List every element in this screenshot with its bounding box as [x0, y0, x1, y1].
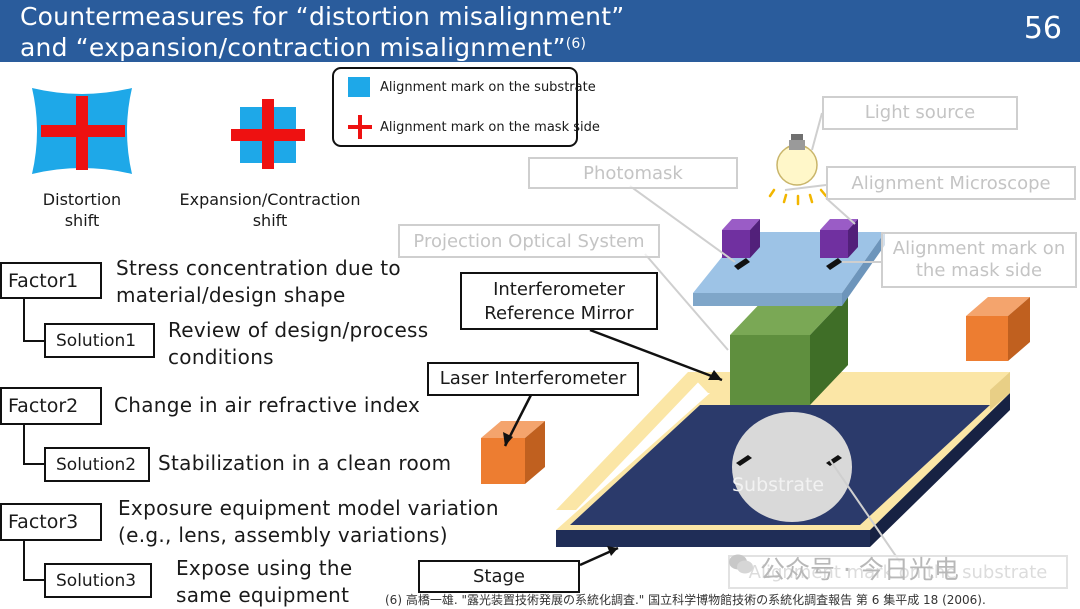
title-bar: Countermeasures for “distortion misalign… [0, 0, 1080, 62]
solution3-action: Expose using the same equipment [176, 556, 353, 607]
legend-box: Alignment mark on the substrate Alignmen… [332, 67, 600, 147]
solution1-action: Review of design/process conditions [168, 318, 429, 369]
factor1-box: Factor1 [0, 262, 102, 299]
factor2-cause: Change in air refractive index [114, 393, 421, 417]
alignment-microscope-right [820, 219, 858, 258]
distortion-shift-icon [32, 88, 132, 174]
factor3-box: Factor3 [0, 503, 102, 541]
expansion-shift-label: Expansion/Contraction shift [179, 190, 361, 230]
legend-substrate-label: Alignment mark on the substrate [380, 79, 596, 95]
mask-mark-right [826, 258, 842, 270]
factor1-cause: Stress concentration due to material/des… [116, 256, 401, 307]
interferometer-block-right [966, 297, 1030, 361]
title-reference: (6) [565, 36, 587, 52]
substrate-mark-left [736, 455, 752, 466]
solution3-box: Solution3 [44, 563, 152, 598]
legend-mask-label: Alignment mark on the mask side [380, 119, 600, 135]
alignment-microscope-label: Alignment Microscope [826, 166, 1076, 200]
watermark-text: 公众号 · 今日光电 [760, 555, 959, 584]
distortion-shift-label: Distortion shift [42, 190, 122, 230]
light-bulb-icon [768, 134, 828, 206]
alignment-microscope-left [722, 219, 760, 258]
slide-title-line2: and “expansion/contraction misalignment” [20, 33, 566, 62]
stage-rail-x [556, 372, 708, 510]
page-number: 56 [1023, 11, 1062, 46]
solution2-action: Stabilization in a clean room [158, 451, 452, 475]
legend-row-substrate: Alignment mark on the substrate [348, 77, 596, 97]
stage-label: Stage [418, 560, 580, 593]
factor-connectors [23, 298, 44, 581]
laser-interferometer-label: Laser Interferometer [427, 362, 639, 396]
substrate-mark-right [826, 455, 842, 466]
laser-interferometer-block [481, 421, 545, 484]
solution1-box: Solution1 [44, 323, 155, 358]
slide-title-line1: Countermeasures for “distortion misalign… [20, 2, 625, 31]
substrate-wafer [732, 412, 852, 522]
footnote: (6) 高橋一雄. "露光装置技術発展の系統化調査." 国立科学博物館技術の系統… [385, 593, 986, 607]
legend-row-mask: Alignment mark on the mask side [348, 115, 600, 139]
factor3-cause: Exposure equipment model variation (e.g.… [118, 496, 499, 547]
substrate-label: Substrate [732, 474, 825, 496]
mask-mark-left [734, 258, 750, 270]
interferometer-mirror-label: Interferometer Reference Mirror [460, 272, 658, 330]
solution2-box: Solution2 [44, 447, 150, 482]
red-cross-icon [348, 115, 372, 139]
factor2-box: Factor2 [0, 387, 102, 425]
gray-leader-lines [629, 112, 901, 563]
light-source-label: Light source [822, 96, 1018, 130]
slide-title: Countermeasures for “distortion misalign… [20, 1, 624, 63]
blue-square-icon [348, 77, 370, 97]
projection-optical-system-label: Projection Optical System [398, 224, 660, 258]
alignment-mark-substrate-label: Alignment mark on the substrate [728, 555, 1068, 589]
wechat-icon [729, 554, 753, 574]
photomask-label: Photomask [528, 157, 738, 189]
expansion-shift-icon [231, 99, 305, 169]
alignment-mark-mask-label: Alignment mark on the mask side [881, 232, 1077, 288]
